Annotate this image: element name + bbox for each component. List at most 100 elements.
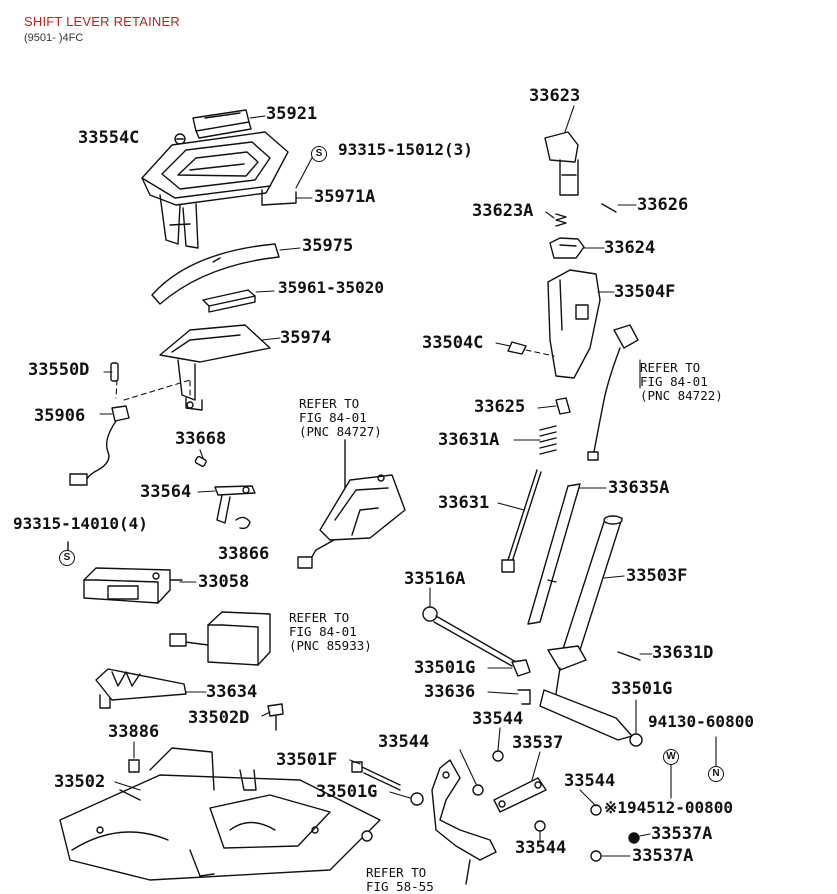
part-33631-shape: [501, 469, 542, 573]
part-33058-shape: [83, 567, 183, 604]
part-33544-washers: [472, 750, 602, 832]
part-33537A-nuts: [590, 832, 640, 862]
part-33886-shape: [128, 759, 140, 773]
s-marker-icon-2: S: [59, 550, 75, 566]
label-33631[interactable]: 33631: [438, 493, 490, 513]
label-35906[interactable]: 35906: [34, 406, 86, 426]
label-33635A[interactable]: 33635A: [608, 478, 670, 498]
label-94512-00800[interactable]: ※194512-00800: [604, 798, 733, 817]
label-33634[interactable]: 33634: [206, 682, 258, 702]
part-33636-shape: [517, 689, 531, 705]
label-33502D[interactable]: 33502D: [188, 708, 250, 728]
refer-84727-line2: FIG 84-01: [299, 410, 367, 425]
refer-85933[interactable]: REFER TO FIG 84-01 (PNC 85933): [289, 611, 372, 653]
part-33623-shape: [544, 131, 579, 196]
label-33866[interactable]: 33866: [218, 544, 270, 564]
label-33058[interactable]: 33058: [198, 572, 250, 592]
part-33503F-shape: [539, 515, 633, 741]
label-33516A[interactable]: 33516A: [404, 569, 466, 589]
refer-84722-line1: REFER TO: [640, 360, 701, 375]
label-33504F[interactable]: 33504F: [614, 282, 676, 302]
part-33626-shape: [601, 203, 617, 213]
part-33502-shape: [59, 747, 381, 881]
part-33564-shape: [214, 485, 256, 524]
label-33631D[interactable]: 33631D: [652, 643, 714, 663]
label-33501G-c[interactable]: 33501G: [611, 679, 673, 699]
diagram-title: SHIFT LEVER RETAINER: [24, 14, 180, 29]
diagram-subtitle: (9501- )4FC: [24, 32, 84, 44]
part-85933-shape: [169, 611, 271, 666]
label-94130-60800[interactable]: 94130-60800: [648, 712, 754, 731]
refer-58-55-line1: REFER TO: [366, 865, 427, 880]
label-33537A-a[interactable]: 33537A: [651, 824, 713, 844]
label-33564[interactable]: 33564: [140, 482, 192, 502]
label-93315-14010[interactable]: 93315-14010(4): [13, 514, 148, 533]
part-84722-shape: [587, 324, 639, 461]
refer-85933-line2: FIG 84-01: [289, 624, 357, 639]
label-35971A[interactable]: 35971A: [314, 187, 376, 207]
refer-84727[interactable]: REFER TO FIG 84-01 (PNC 84727): [299, 397, 382, 439]
part-35975-shape: [151, 243, 280, 305]
part-33516A-shape: [422, 606, 517, 667]
label-35975[interactable]: 35975: [302, 236, 354, 256]
label-33623[interactable]: 33623: [529, 86, 581, 106]
refer-84722-line3: (PNC 84722): [640, 388, 723, 403]
label-33544-a[interactable]: 33544: [472, 709, 524, 729]
label-33623A[interactable]: 33623A: [472, 201, 534, 221]
part-indicator-housing-shape: [141, 131, 297, 249]
part-35921-shape: [192, 109, 252, 139]
refer-85933-line3: (PNC 85933): [289, 638, 372, 653]
label-35974[interactable]: 35974: [280, 328, 332, 348]
label-33503F[interactable]: 33503F: [626, 566, 688, 586]
label-33544-c[interactable]: 33544: [564, 771, 616, 791]
s-marker-icon: S: [311, 146, 327, 162]
part-33501F-shape: [351, 761, 401, 791]
refer-84727-line1: REFER TO: [299, 396, 360, 411]
label-33631A[interactable]: 33631A: [438, 430, 500, 450]
label-93315-15012[interactable]: 93315-15012(3): [338, 140, 473, 159]
part-33631A-shape: [539, 425, 557, 455]
part-35961-shape: [202, 289, 256, 313]
refer-84722-line2: FIG 84-01: [640, 374, 708, 389]
refer-84727-line3: (PNC 84727): [299, 424, 382, 439]
refer-84722[interactable]: REFER TO FIG 84-01 (PNC 84722): [640, 361, 723, 403]
label-33501F[interactable]: 33501F: [276, 750, 338, 770]
label-33636[interactable]: 33636: [424, 682, 476, 702]
label-33886[interactable]: 33886: [108, 722, 160, 742]
label-33504C[interactable]: 33504C: [422, 333, 484, 353]
label-33626[interactable]: 33626: [637, 195, 689, 215]
label-33502[interactable]: 33502: [54, 772, 106, 792]
part-33537-shape: [493, 777, 547, 813]
label-33625[interactable]: 33625: [474, 397, 526, 417]
label-35921[interactable]: 35921: [266, 104, 318, 124]
part-33504C-shape: [507, 341, 527, 355]
leader-lines: [99, 105, 717, 857]
refer-85933-line1: REFER TO: [289, 610, 350, 625]
part-33866-shape: [235, 516, 251, 530]
part-33631D-shape: [617, 651, 641, 661]
label-33554C[interactable]: 33554C: [78, 128, 140, 148]
part-84727-shape: [297, 439, 406, 569]
part-33501G-b-shape: [511, 659, 531, 677]
w-marker-icon: W: [663, 749, 679, 765]
part-33634-shape: [95, 668, 187, 709]
label-33501G-b[interactable]: 33501G: [414, 658, 476, 678]
label-33544-b[interactable]: 33544: [378, 732, 430, 752]
part-35974-shape: [159, 324, 271, 411]
part-35906-shape: [69, 405, 130, 486]
part-33502D-shape: [267, 703, 284, 731]
part-bottom-nut-shape: [361, 830, 373, 842]
label-33624[interactable]: 33624: [604, 238, 656, 258]
label-33550D[interactable]: 33550D: [28, 360, 90, 380]
label-33668[interactable]: 33668: [175, 429, 227, 449]
part-detent-lever-shape: [431, 759, 497, 885]
refer-58-55[interactable]: REFER TO FIG 58-55: [366, 866, 434, 894]
label-33537[interactable]: 33537: [512, 733, 564, 753]
part-33635A-shape: [527, 483, 581, 625]
label-35961-35020[interactable]: 35961-35020: [278, 278, 384, 297]
label-33544-d[interactable]: 33544: [515, 838, 567, 858]
label-33537A-b[interactable]: 33537A: [632, 846, 694, 866]
refer-58-55-line2: FIG 58-55: [366, 879, 434, 894]
label-33501G-a[interactable]: 33501G: [316, 782, 378, 802]
